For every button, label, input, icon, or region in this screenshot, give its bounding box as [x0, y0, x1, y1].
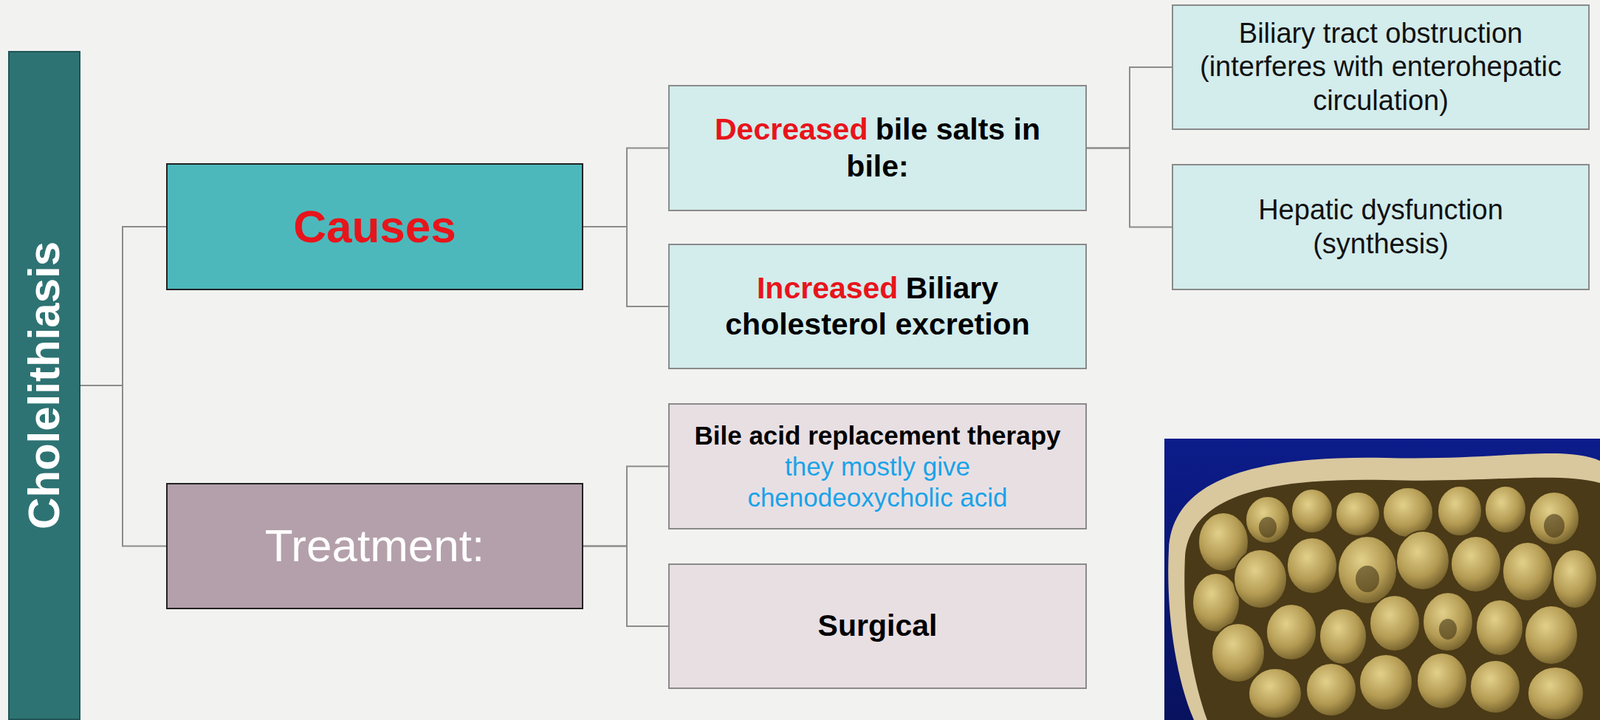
- node-label: Surgical: [818, 607, 938, 644]
- node-label: Decreased: [714, 112, 868, 147]
- node-note: bile salts in bile:: [846, 112, 1041, 183]
- node-label: Cholelithiasis: [17, 241, 71, 530]
- category-box: Treatment:: [166, 482, 584, 610]
- elbow-connector: [583, 148, 669, 228]
- node-label: Causes: [293, 199, 457, 254]
- treatment-box: Bile acid replacement therapythey mostly…: [668, 403, 1087, 530]
- elbow-connector: [583, 546, 669, 627]
- gallstones-photo: [1164, 438, 1600, 720]
- elbow-connector: [80, 385, 167, 547]
- node-label: Treatment:: [265, 518, 485, 573]
- node-label: Biliary tract obstruction (interferes wi…: [1183, 16, 1578, 119]
- node-label: Increased: [756, 270, 898, 305]
- cause-box: Decreasedbile salts in bile:: [668, 84, 1087, 212]
- elbow-connector: [80, 226, 167, 386]
- subcause-box: Hepatic dysfunction (synthesis): [1171, 163, 1590, 291]
- treatment-box: Surgical: [668, 563, 1087, 689]
- node-label: Hepatic dysfunction (synthesis): [1225, 193, 1536, 261]
- elbow-connector: [583, 226, 669, 307]
- subcause-box: Biliary tract obstruction (interferes wi…: [1171, 4, 1590, 130]
- title-band: Cholelithiasis: [8, 50, 81, 720]
- elbow-connector: [1086, 148, 1172, 228]
- elbow-connector: [1086, 67, 1172, 149]
- category-box: Causes: [166, 163, 584, 291]
- text-line: IncreasedBiliary cholesterol excretion: [680, 270, 1076, 343]
- node-note: they mostly give chenodeoxycholic acid: [722, 451, 1033, 514]
- cause-box: IncreasedBiliary cholesterol excretion: [668, 243, 1087, 370]
- text-line: Decreasedbile salts in bile:: [680, 111, 1076, 184]
- node-label: Bile acid replacement therapy: [694, 420, 1061, 452]
- elbow-connector: [583, 466, 669, 547]
